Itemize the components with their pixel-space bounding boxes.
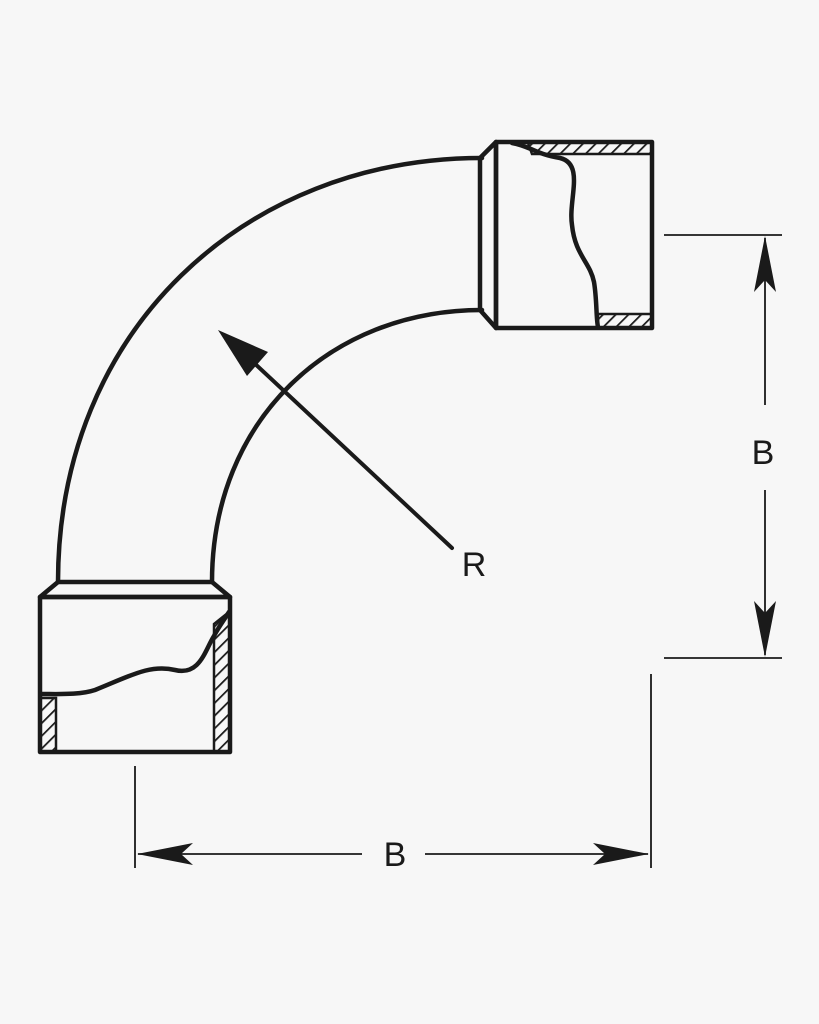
top-coupling-hatch-lower bbox=[596, 312, 653, 329]
radius-leader-line bbox=[234, 344, 454, 550]
bottom-coupling-hatch-left bbox=[39, 696, 58, 753]
bottom-coupling-cutaway bbox=[38, 609, 232, 697]
elbow-inner-arc bbox=[209, 307, 485, 585]
bottom-dimension-label: B bbox=[384, 836, 407, 874]
radius-label: R bbox=[462, 546, 487, 584]
elbow-outer-arc bbox=[55, 155, 485, 585]
radius-leader: R bbox=[218, 330, 486, 584]
top-coupling-collar bbox=[477, 139, 499, 331]
radius-arrowhead bbox=[218, 330, 268, 376]
elbow-body bbox=[55, 155, 485, 585]
top-coupling-cutaway bbox=[509, 140, 601, 330]
right-dimension-label: B bbox=[752, 434, 775, 472]
bottom-dimension-arrow-left bbox=[137, 843, 193, 865]
top-coupling-hatch-upper bbox=[526, 141, 653, 156]
right-dimension-arrow-up bbox=[754, 236, 776, 292]
bottom-dimension: B bbox=[134, 674, 652, 874]
bottom-left-coupling bbox=[37, 579, 233, 755]
right-dimension: B bbox=[664, 234, 782, 659]
top-right-coupling bbox=[477, 139, 655, 331]
bottom-dimension-arrow-right bbox=[593, 843, 649, 865]
right-dimension-arrow-down bbox=[754, 601, 776, 657]
